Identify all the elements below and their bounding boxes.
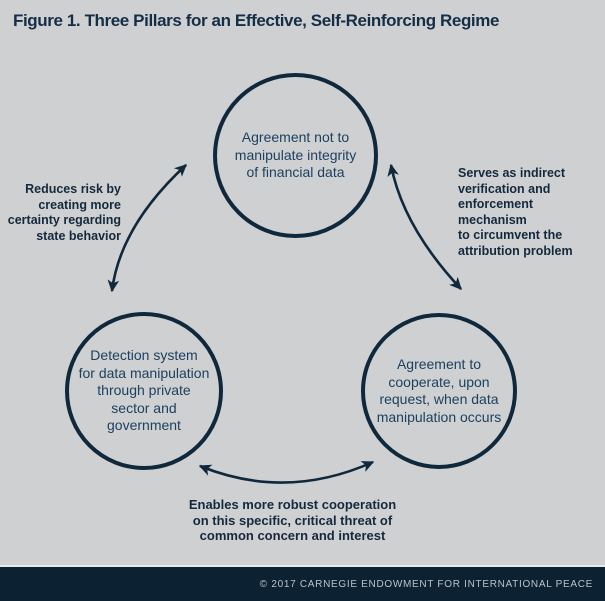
double-arrow-bottom [198,460,375,484]
node-label: Agreement not to manipulate integrity of… [235,129,356,182]
node-label: Detection system for data manipulation t… [79,347,210,435]
text-line: Detection system [90,347,198,364]
text-line: of financial data [246,164,345,181]
text-line: manipulate integrity [234,146,357,163]
text-line: to circumvent the [458,228,563,242]
node-detection-system: Detection system for data manipulation t… [65,312,223,470]
node-label: Agreement to cooperate, upon request, wh… [377,356,502,426]
text-line: Agreement not to [241,129,350,146]
double-arrow-right [387,163,462,290]
text-line: verification and [458,181,551,196]
figure-title: Figure 1. Three Pillars for an Effective… [13,11,500,30]
text-line: state behavior [36,228,121,243]
text-line: manipulation occurs [376,408,502,425]
copyright-text: © 2017 CARNEGIE ENDOWMENT FOR INTERNATIO… [259,578,593,590]
text-line: government [107,417,181,434]
text-line: Agreement to [396,356,482,372]
text-line: request, when data [379,391,499,407]
text-line: for data manipulation [78,364,210,381]
text-line: Serves as indirect [458,166,566,180]
edge-label-right: Serves as indirect verification and enfo… [458,166,605,259]
text-line: common concern and interest [199,528,386,543]
text-line: Enables more robust cooperation [188,497,397,512]
text-line: attribution problem [458,243,573,258]
footer-bar: © 2017 CARNEGIE ENDOWMENT FOR INTERNATIO… [0,565,605,601]
text-line: Reduces risk by [25,182,121,196]
text-line: through private [97,382,191,399]
text-line: sector and [111,399,177,416]
node-agreement-cooperate: Agreement to cooperate, upon request, wh… [361,313,517,469]
text-line: enforcement mechanism [458,197,534,227]
text-line: creating more [38,197,121,212]
edge-label-left: Reduces risk by creating more certainty … [4,182,121,244]
text-line: certainty regarding [7,213,121,227]
double-arrow-left [107,164,187,293]
text-line: cooperate, upon [388,373,490,390]
text-line: on this specific, critical threat of [192,512,393,528]
edge-label-bottom: Enables more robust cooperation on this … [140,497,445,544]
node-agreement-no-manipulation: Agreement not to manipulate integrity of… [213,73,378,238]
